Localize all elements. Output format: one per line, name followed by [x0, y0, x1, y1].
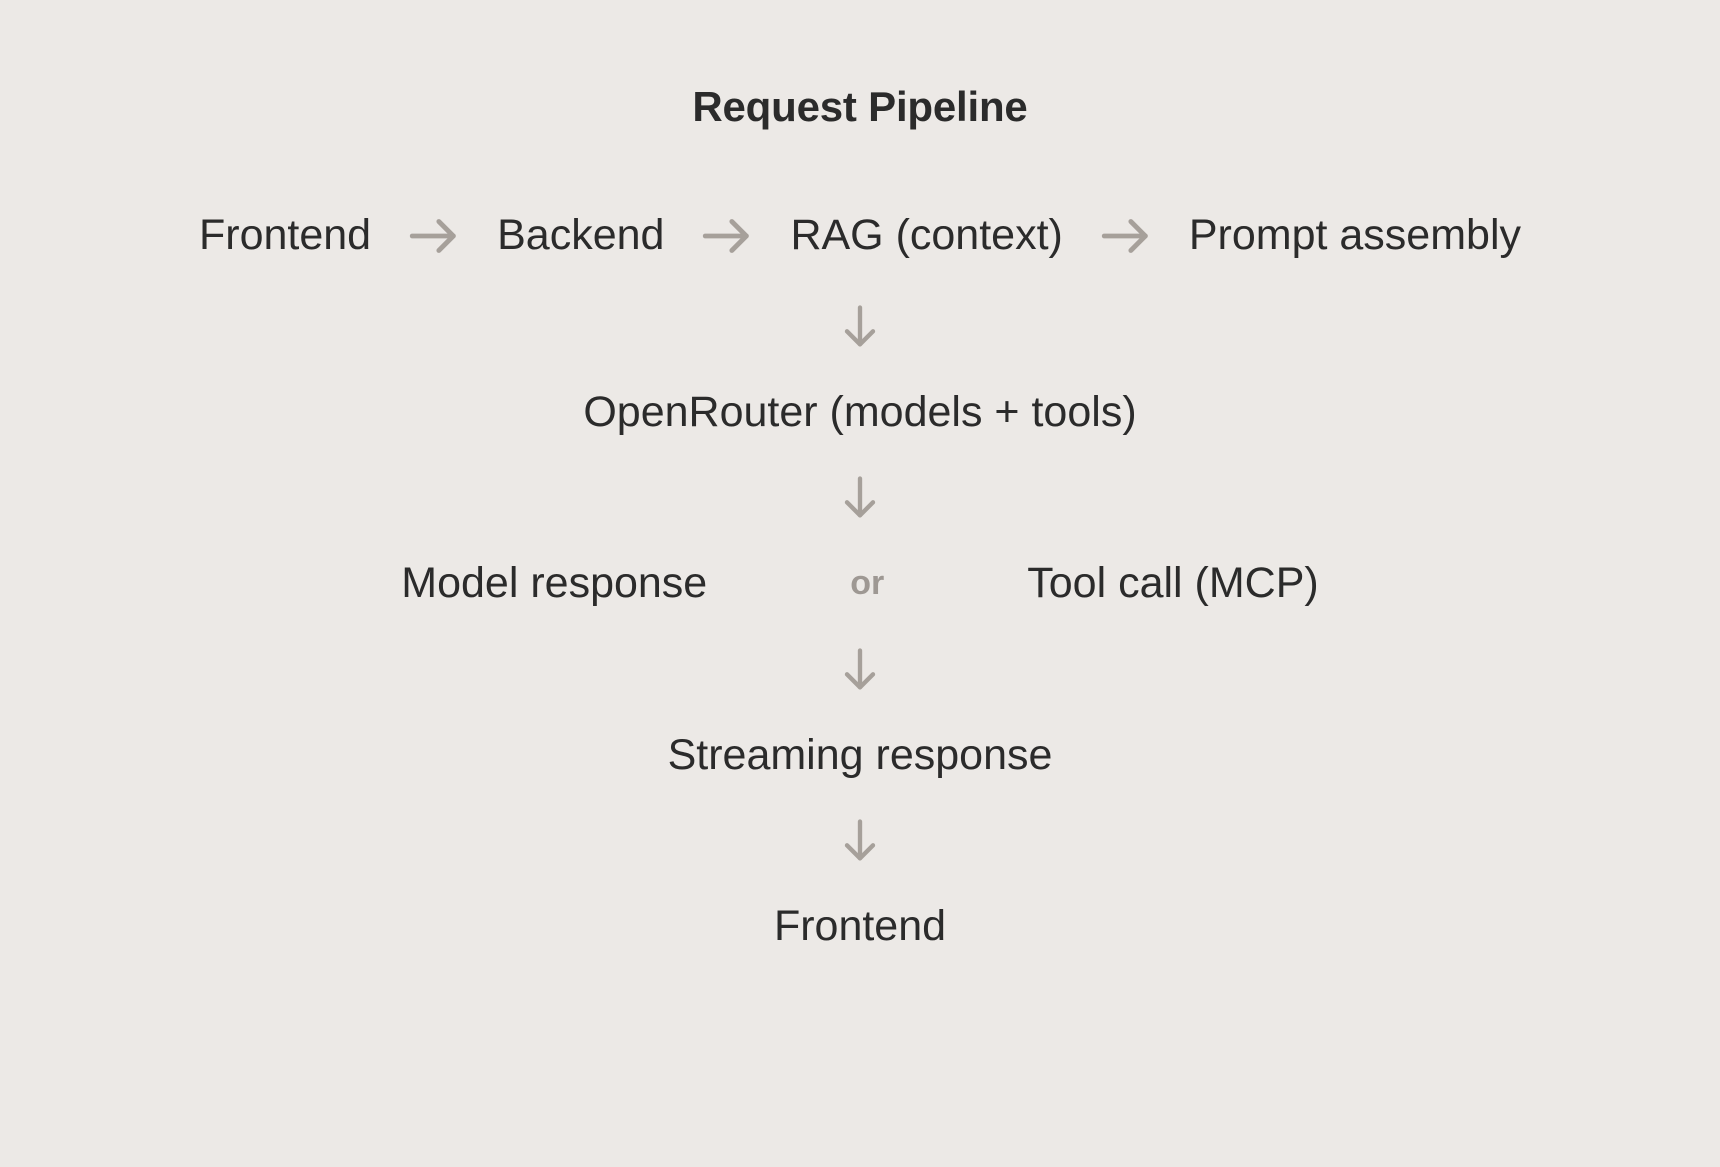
node-streaming-response: Streaming response	[667, 730, 1053, 779]
node-model-response: Model response	[401, 559, 708, 608]
pipeline-chain-row: Frontend Backend RAG (context) Prompt as…	[0, 207, 1720, 265]
node-tool-call-mcp: Tool call (MCP)	[1027, 559, 1319, 608]
streaming-response-row: Streaming response	[0, 730, 1720, 779]
branch-row: Model response or Tool call (MCP)	[0, 559, 1720, 608]
node-frontend: Frontend	[198, 211, 372, 260]
arrow-down-icon	[832, 642, 888, 698]
arrow-right-icon	[698, 207, 756, 265]
arrow-down-icon	[832, 470, 888, 526]
arrow-right-icon	[1097, 207, 1155, 265]
node-rag-context: RAG (context)	[790, 211, 1063, 260]
node-frontend-return: Frontend	[773, 901, 947, 950]
node-openrouter: OpenRouter (models + tools)	[583, 388, 1137, 436]
arrow-down-icon	[832, 299, 888, 355]
arrow-right-icon	[405, 207, 463, 265]
node-prompt-assembly: Prompt assembly	[1188, 211, 1522, 260]
openrouter-row: OpenRouter (models + tools)	[0, 388, 1720, 436]
arrow-down-icon	[832, 813, 888, 869]
page-title: Request Pipeline	[692, 83, 1028, 130]
branch-separator-or: or	[850, 564, 885, 603]
node-backend: Backend	[497, 211, 665, 260]
frontend-return-row: Frontend	[0, 901, 1720, 950]
